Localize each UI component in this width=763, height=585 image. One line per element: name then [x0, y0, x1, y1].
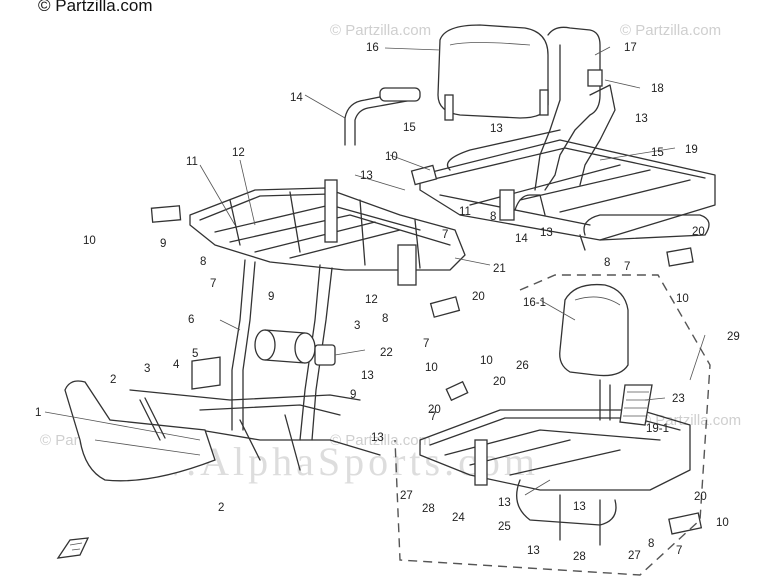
callout-13b: 13 — [490, 123, 503, 135]
callout-24: 24 — [452, 512, 465, 524]
backrest-bracket — [534, 26, 616, 191]
rear-rack-lower — [419, 379, 691, 546]
callout-27a: 27 — [400, 490, 413, 502]
footrest — [64, 380, 216, 482]
watermark-1: © Partzilla.com — [330, 22, 431, 39]
callout-12a: 12 — [232, 147, 245, 159]
callout-7d: 7 — [423, 338, 429, 350]
callout-13a: 13 — [360, 170, 373, 182]
callout-10f: 10 — [716, 517, 729, 529]
callout-7b: 7 — [442, 229, 448, 241]
callout-13f: 13 — [371, 432, 384, 444]
callout-28a: 28 — [422, 503, 435, 515]
callout-7c: 7 — [624, 261, 630, 273]
callout-11b: 11 — [459, 206, 471, 218]
callout-3b: 3 — [354, 320, 360, 332]
callout-16-1: 16-1 — [523, 297, 546, 309]
callout-10e: 10 — [425, 362, 438, 374]
backrest-lower — [559, 283, 629, 377]
callout-28b: 28 — [573, 551, 586, 563]
callout-29: 29 — [727, 331, 740, 343]
callout-8e: 8 — [648, 538, 654, 550]
watermark-5: © Partzilla.com — [640, 412, 741, 429]
grab-bar — [344, 87, 421, 146]
callout-21: 21 — [493, 263, 506, 275]
callout-10c: 10 — [676, 293, 689, 305]
callout-9a: 9 — [160, 238, 166, 250]
callout-13c: 13 — [635, 113, 648, 125]
front-rack — [189, 179, 466, 286]
callout-23: 23 — [672, 393, 685, 405]
direction-arrow-icon — [56, 537, 90, 559]
callout-labels: 1 2 2 3 3 4 5 6 7 7 7 7 7 7 8 8 8 8 8 9 … — [35, 42, 740, 563]
cylinder-part — [254, 329, 336, 366]
leader-lines — [44, 46, 706, 496]
bracket-5 — [191, 356, 221, 390]
callout-27b: 27 — [628, 550, 641, 562]
callout-13g: 13 — [498, 497, 511, 509]
callout-20b: 20 — [472, 291, 485, 303]
callout-5: 5 — [192, 348, 198, 360]
callout-20e: 20 — [428, 404, 441, 416]
callout-13i: 13 — [573, 501, 586, 513]
callout-8b: 8 — [490, 211, 496, 223]
callout-16: 16 — [366, 42, 379, 54]
callout-17: 17 — [624, 42, 637, 54]
callout-2a: 2 — [110, 374, 116, 386]
callout-2b: 2 — [218, 502, 224, 514]
callout-8c: 8 — [604, 257, 610, 269]
callout-22: 22 — [380, 347, 393, 359]
callout-10b: 10 — [385, 151, 398, 163]
callout-20c: 20 — [493, 376, 506, 388]
watermark-4: © Partzilla.com — [330, 432, 431, 449]
callout-3a: 3 — [144, 363, 150, 375]
watermark-2: © Partzilla.com — [620, 22, 721, 39]
callout-18: 18 — [651, 83, 664, 95]
callout-13d: 13 — [540, 227, 553, 239]
pad-23 — [619, 384, 653, 426]
reflectors — [150, 164, 703, 535]
callout-19: 19 — [685, 144, 698, 156]
assembly-boundary — [394, 274, 711, 576]
callout-26: 26 — [516, 360, 529, 372]
callout-9b: 9 — [268, 291, 274, 303]
callout-7f: 7 — [676, 545, 682, 557]
rear-rack-upper — [419, 129, 716, 251]
callout-15a: 15 — [403, 122, 416, 134]
callout-8d: 8 — [382, 313, 388, 325]
callout-8a: 8 — [200, 256, 206, 268]
callout-7a: 7 — [210, 278, 216, 290]
callout-25: 25 — [498, 521, 511, 533]
callout-20a: 20 — [692, 226, 705, 238]
backrest — [437, 24, 549, 121]
callout-19-1: 19-1 — [646, 423, 669, 435]
callout-20d: 20 — [694, 491, 707, 503]
callout-11a: 11 — [186, 156, 198, 168]
callout-9c: 9 — [350, 389, 356, 401]
callout-1: 1 — [35, 407, 41, 419]
callout-10d: 10 — [480, 355, 493, 367]
callout-12b: 12 — [365, 294, 378, 306]
callout-14a: 14 — [290, 92, 303, 104]
callout-13h: 13 — [527, 545, 540, 557]
callout-7e: 7 — [430, 411, 436, 423]
callout-4: 4 — [173, 359, 180, 371]
callout-15b: 15 — [651, 147, 664, 159]
callout-13e: 13 — [361, 370, 374, 382]
callout-10a: 10 — [83, 235, 96, 247]
copyright-text: © Partzilla.com — [38, 0, 153, 15]
callout-14b: 14 — [515, 233, 528, 245]
callout-6: 6 — [188, 314, 194, 326]
